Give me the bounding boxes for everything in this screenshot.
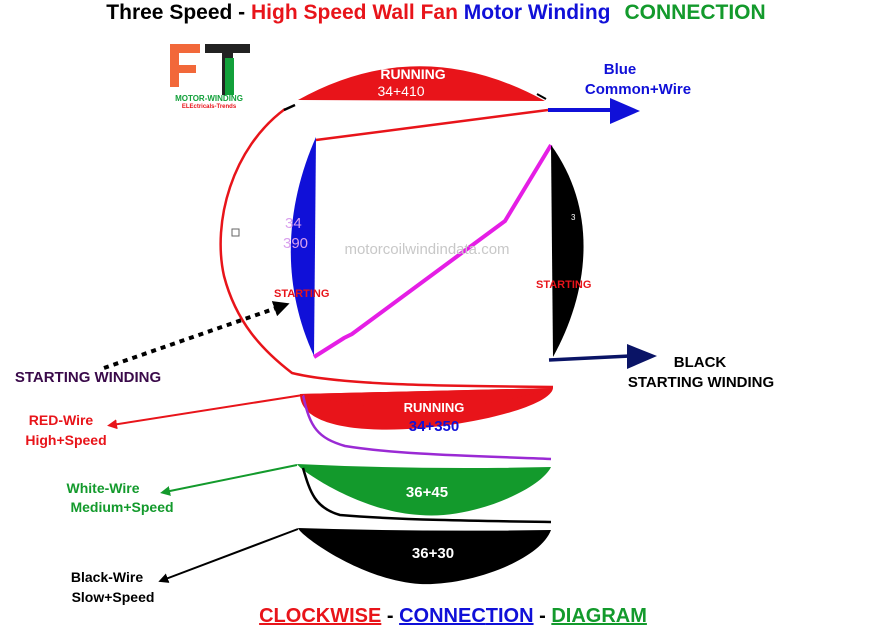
black-starting-arrow-shaft — [548, 354, 631, 362]
starting-winding-label: STARTING WINDING — [15, 369, 161, 386]
title: Three Speed - High Speed Wall Fan Motor … — [106, 1, 765, 24]
bottom-running-winding-body — [300, 388, 553, 409]
loop-joint-mark — [283, 103, 296, 112]
black-wire-label-1: Black-Wire — [71, 569, 143, 585]
top-joint-mark — [536, 93, 547, 100]
top-to-starting-wire — [315, 108, 549, 142]
left-starting-label: STARTING — [274, 288, 329, 300]
black-wire-arrow — [158, 528, 299, 583]
footer-part-3: DIAGRAM — [551, 605, 647, 627]
logo: MOTOR-WINDING ELEctricals-Trends — [170, 44, 250, 110]
blue-wire-label-1: Blue — [604, 61, 637, 78]
footer-separator-1: - — [381, 605, 399, 627]
medium-to-slow-wire — [301, 467, 552, 524]
footer-separator-2: - — [534, 605, 552, 627]
top-running-winding — [298, 66, 545, 101]
left-starting-winding — [290, 137, 316, 356]
black-starting-label-1: BLACK — [674, 354, 727, 371]
bottom-running-value: 34+350 — [409, 418, 459, 435]
left-starting-value-2: 390 — [283, 235, 308, 252]
title-part-3: Motor Winding — [464, 1, 611, 24]
red-wire-arrow — [107, 394, 304, 430]
black-starting-arrow-head — [627, 344, 657, 369]
medium-speed-value: 36+45 — [406, 484, 448, 501]
medium-speed-winding — [297, 464, 551, 516]
slow-speed-winding — [298, 528, 551, 585]
right-starting-value: 3 — [571, 213, 576, 222]
footer-part-2b: TION — [486, 605, 534, 627]
red-wire-label-2: High+Speed — [25, 432, 106, 448]
title-part-1: Three Speed - — [106, 1, 251, 24]
slow-speed-value: 36+30 — [412, 545, 454, 562]
watermark: motorcoilwindindata.com — [344, 241, 509, 258]
black-wire-label-2: Slow+Speed — [72, 589, 155, 605]
red-wire-label-1: RED-Wire — [29, 412, 94, 428]
white-wire-label-2: Medium+Speed — [70, 499, 173, 515]
logo-line-2: ELEctricals-Trends — [182, 104, 237, 110]
starting-winding-pointer — [103, 301, 290, 370]
high-to-medium-wire — [301, 394, 552, 461]
right-starting-label: STARTING — [536, 279, 591, 291]
logo-green-bar — [225, 58, 234, 95]
small-square-marker — [231, 228, 240, 237]
white-wire-arrow — [160, 464, 298, 496]
logo-line-1: MOTOR-WINDING — [175, 94, 243, 103]
blue-wire-label-2: Common+Wire — [585, 81, 691, 98]
top-running-value: 34+410 — [377, 83, 424, 99]
white-wire-label-1: White-Wire — [67, 480, 140, 496]
footer-part-2a: CONNEC — [399, 605, 486, 627]
common-loop-wire — [219, 107, 554, 389]
right-starting-winding — [551, 145, 584, 357]
blue-common-arrow-head — [610, 98, 640, 124]
footer-part-1: CLOCKWISE — [259, 605, 381, 627]
logo-e-mark — [170, 44, 200, 87]
title-part-4: CONNECTION — [625, 1, 766, 24]
top-running-label: RUNNING — [380, 66, 445, 82]
title-part-2: High Speed Wall Fan — [251, 1, 464, 24]
footer-title: CLOCKWISE - CONNECTION - DIAGRAM — [259, 605, 647, 627]
starting-series-wire — [312, 143, 553, 359]
black-starting-label-2: STARTING WINDING — [628, 374, 774, 391]
bottom-running-label: RUNNING — [404, 400, 465, 415]
left-starting-value-1: 34 — [285, 215, 302, 232]
